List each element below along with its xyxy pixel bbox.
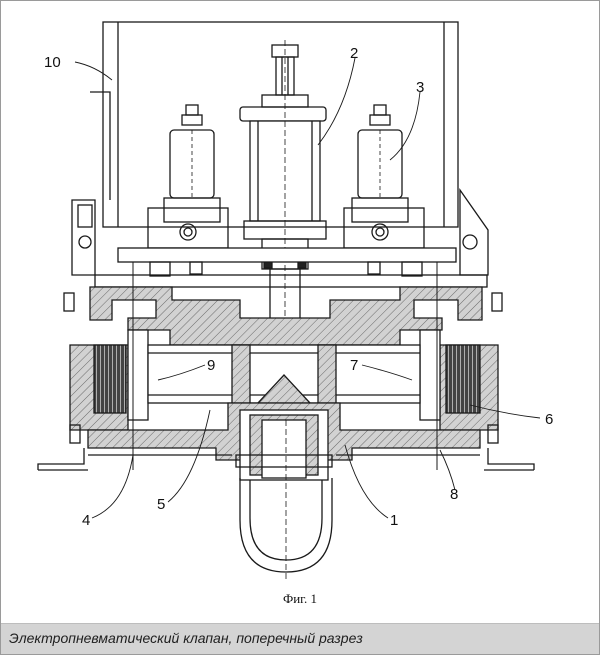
callout-labels: 10 2 3 9 7 6 8 4 5 1 <box>44 45 553 529</box>
right-coil-housing <box>403 329 499 431</box>
caption-bar: Электропневматический клапан, поперечный… <box>1 623 599 654</box>
callout-6: 6 <box>545 411 553 428</box>
callout-9: 9 <box>207 357 215 374</box>
callout-2: 2 <box>350 45 358 62</box>
callout-7: 7 <box>350 357 358 374</box>
main-body <box>63 286 503 346</box>
solenoid-left <box>147 104 229 249</box>
lower-body <box>69 402 499 481</box>
base-feet <box>37 448 535 471</box>
callout-1: 1 <box>390 512 398 529</box>
figure-caption: Электропневматический клапан, поперечный… <box>9 630 363 646</box>
callout-3: 3 <box>416 79 424 96</box>
callout-5: 5 <box>157 496 165 513</box>
upper-plate <box>94 247 488 288</box>
figure-label: Фиг. 1 <box>282 591 318 606</box>
valve-cross-section-drawing: 10 2 3 9 7 6 8 4 5 1 <box>37 21 553 580</box>
callout-10: 10 <box>44 54 61 71</box>
central-cylinder <box>239 40 327 330</box>
callout-8: 8 <box>450 486 458 503</box>
bottom-pipe <box>235 420 333 580</box>
solenoid-right <box>343 104 425 249</box>
right-bracket <box>459 187 489 276</box>
left-bracket <box>71 199 96 276</box>
callout-4: 4 <box>82 512 90 529</box>
central-chamber <box>147 344 421 404</box>
